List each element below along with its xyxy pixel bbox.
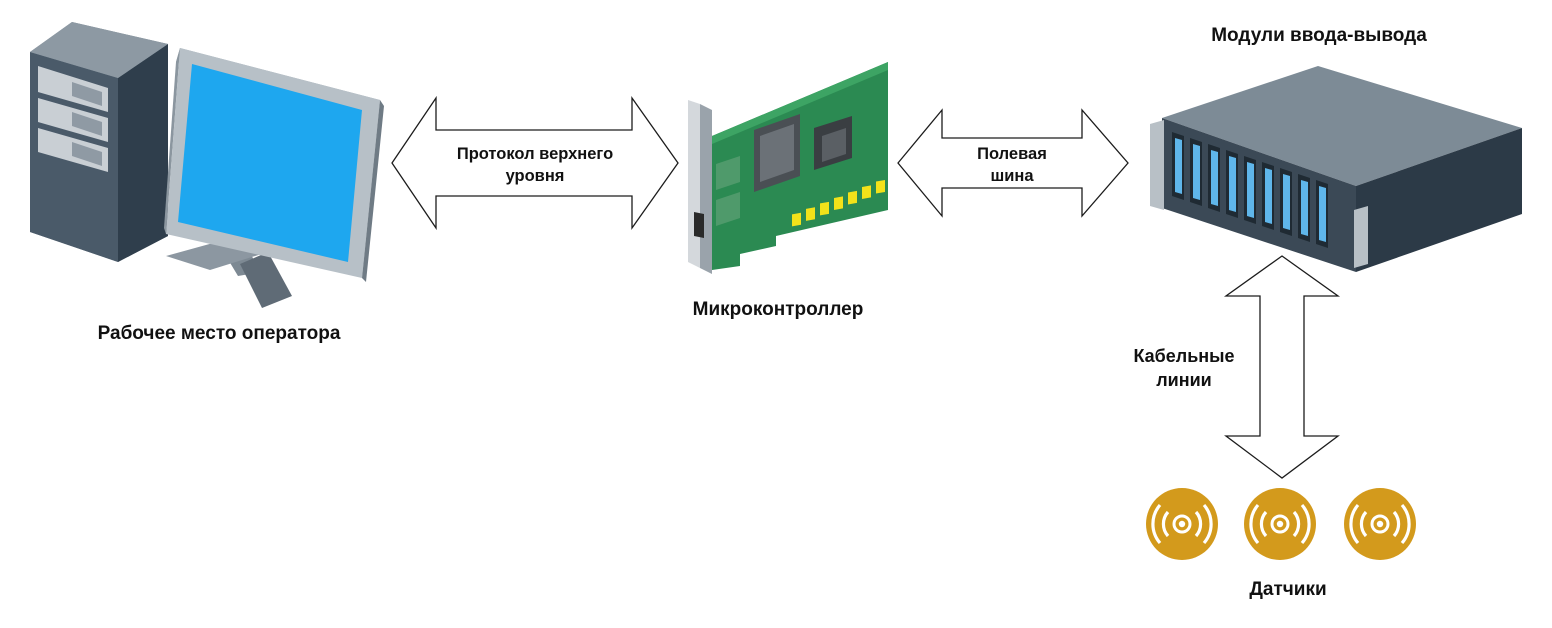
io-drive-bays: [1172, 132, 1328, 248]
cable-lines-arrow: [1223, 255, 1341, 479]
io-modules-label: Модули ввода-вывода: [1211, 25, 1427, 46]
sensor-signal-icon: [1146, 488, 1218, 560]
cable-lines-label-line2: линии: [1156, 370, 1212, 390]
cable-lines-label: Кабельные линии: [1110, 344, 1258, 392]
fieldbus-label-line1: Полевая: [977, 145, 1047, 163]
fieldbus-label: Полевая шина: [948, 143, 1076, 187]
workstation-label: Рабочее место оператора: [97, 323, 341, 344]
sensors-label: Датчики: [1249, 579, 1327, 600]
fieldbus-arrow: [897, 108, 1129, 218]
sensor-signal-icon: [1244, 488, 1316, 560]
fieldbus-label-line2: шина: [990, 167, 1034, 185]
upper-protocol-arrow: [391, 95, 679, 231]
cable-lines-label-line1: Кабельные: [1133, 346, 1235, 366]
upper-protocol-label-line1: Протокол верхнего: [456, 145, 614, 163]
microcontroller-board-icon: [688, 62, 888, 274]
upper-protocol-label: Протокол верхнего уровня: [426, 143, 644, 187]
io-rack-module-icon: [1150, 66, 1522, 272]
upper-protocol-label-line2: уровня: [505, 167, 565, 185]
workstation-computer-icon: [30, 22, 384, 308]
sensor-signal-icon: [1344, 488, 1416, 560]
microcontroller-label: Микроконтроллер: [692, 299, 864, 320]
